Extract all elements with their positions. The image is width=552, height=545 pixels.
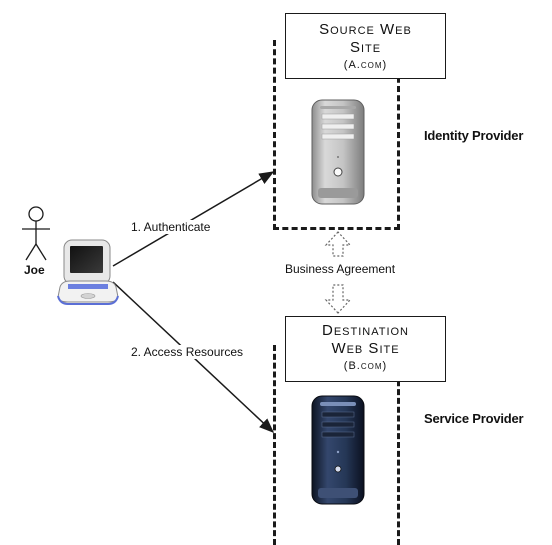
identity-provider-label: Identity Provider xyxy=(424,128,524,143)
destination-site-domain: (B.com) xyxy=(343,360,388,372)
source-site-domain: (A.com) xyxy=(343,59,388,71)
authenticate-label: 1. Authenticate xyxy=(130,220,212,234)
destination-site-title-box: Destination Web Site (B.com) xyxy=(285,316,446,382)
user-name-label: Joe xyxy=(24,263,45,277)
destination-site-region xyxy=(273,345,400,545)
destination-site-title-line1: Destination xyxy=(321,322,410,339)
business-agreement-arrow xyxy=(324,231,352,314)
diagram-canvas xyxy=(22,99,365,505)
service-provider-label: Service Provider xyxy=(424,411,524,426)
blue-server-icon xyxy=(311,395,365,505)
source-site-title-line1: Source Web xyxy=(319,21,412,38)
laptop-icon xyxy=(57,239,119,305)
stick-figure-icon xyxy=(22,206,50,261)
business-agreement-label: Business Agreement xyxy=(284,262,397,276)
source-site-title-line2: Site xyxy=(349,39,382,56)
authenticate-arrow xyxy=(112,171,275,267)
source-site-title-box: Source Web Site (A.com) xyxy=(285,13,446,79)
destination-site-title-line2: Web Site xyxy=(331,340,400,357)
source-site-region xyxy=(273,40,400,230)
access-resources-label: 2. Access Resources xyxy=(130,345,245,359)
silver-server-icon xyxy=(311,99,365,205)
